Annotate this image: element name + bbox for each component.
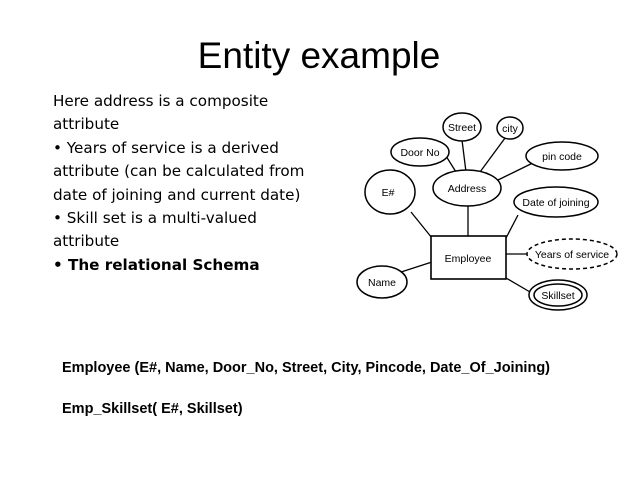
connector-doorno-address: [445, 155, 457, 173]
entity-employee-box: [430, 235, 507, 280]
label-eid: E#: [382, 187, 395, 199]
connector-eid-employee: [410, 211, 433, 239]
schema-employee: Employee (E#, Name, Door_No, Street, Cit…: [62, 360, 551, 376]
body-line: Here address is a composite: [53, 92, 269, 110]
attr-doorno-ellipse: [390, 137, 450, 167]
attr-skillset-ellipse-inner: [533, 283, 583, 307]
label-doorno: Door No: [400, 147, 439, 159]
er-connectors: [397, 133, 546, 293]
connector-name-employee: [397, 261, 433, 274]
body-line: date of joining and current date): [53, 185, 301, 204]
attr-yos-ellipse: [526, 238, 618, 270]
connector-skillset-employee: [505, 277, 531, 293]
label-employee: Employee: [445, 253, 492, 265]
label-street: Street: [448, 122, 476, 134]
label-address: Address: [448, 183, 487, 195]
body-line: attribute: [53, 115, 120, 134]
body-line: attribute (can be calculated from: [53, 162, 305, 181]
slide-title: Entity example: [197, 35, 441, 76]
label-city: city: [502, 123, 519, 135]
label-doj: Date of joining: [522, 197, 589, 209]
attr-address-ellipse: [432, 169, 502, 207]
body-line-relational-schema: • The relational Schema: [53, 255, 260, 274]
label-skillset: Skillset: [541, 290, 574, 302]
label-yos: Years of service: [535, 249, 609, 261]
attr-eid-ellipse: [364, 169, 416, 215]
attr-street-ellipse: [442, 112, 482, 142]
body-line: attribute: [53, 232, 120, 251]
attr-city-ellipse: [496, 116, 524, 140]
attr-pincode-ellipse: [525, 141, 599, 171]
body-line: • Skill set is a multi-valued: [53, 209, 257, 228]
label-name: Name: [368, 277, 396, 289]
connector-street-address: [461, 139, 467, 173]
attr-doj-ellipse: [513, 186, 599, 218]
schema-emp-skillset: Emp_Skillset( E#, Skillset): [62, 401, 243, 417]
connector-city-address: [479, 133, 509, 173]
label-pincode: pin code: [542, 151, 582, 163]
connector-doj-employee: [505, 214, 519, 239]
slide-body: Here address is a composite attribute • …: [53, 90, 353, 277]
attr-name-ellipse: [356, 265, 408, 299]
body-line: • Years of service is a derived: [53, 138, 279, 157]
